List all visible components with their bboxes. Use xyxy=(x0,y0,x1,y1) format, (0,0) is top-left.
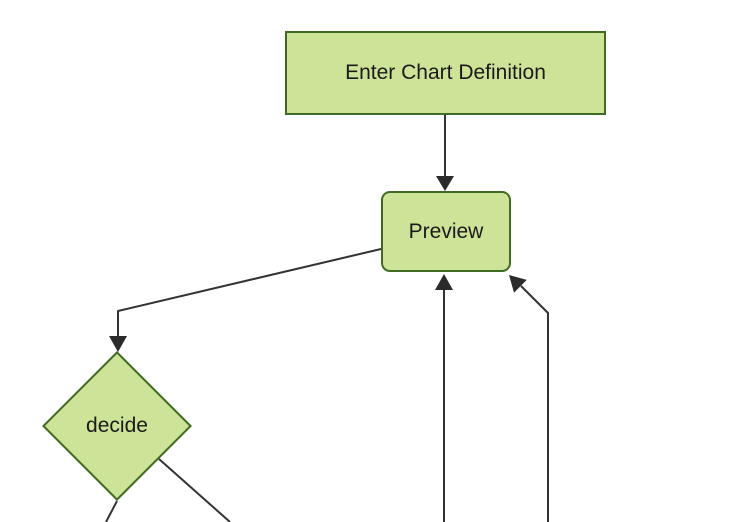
arrowhead-upleft-icon xyxy=(509,275,527,293)
arrowhead-down-icon xyxy=(436,176,454,191)
edge-decide-out-left xyxy=(105,500,118,522)
arrowhead-down-icon xyxy=(109,336,127,352)
node-preview: Preview xyxy=(381,191,511,272)
node-decide-label: decide xyxy=(86,414,148,437)
node-preview-label: Preview xyxy=(408,219,484,243)
node-enter-chart-definition-label: Enter Chart Definition xyxy=(345,61,546,84)
edge-decide-out-right xyxy=(158,458,231,522)
arrowhead-up-icon xyxy=(435,274,453,290)
node-enter-chart-definition: Enter Chart Definition xyxy=(285,31,606,115)
edge-preview-to-decide xyxy=(117,248,382,337)
edge-bottomright-to-preview xyxy=(520,285,549,522)
